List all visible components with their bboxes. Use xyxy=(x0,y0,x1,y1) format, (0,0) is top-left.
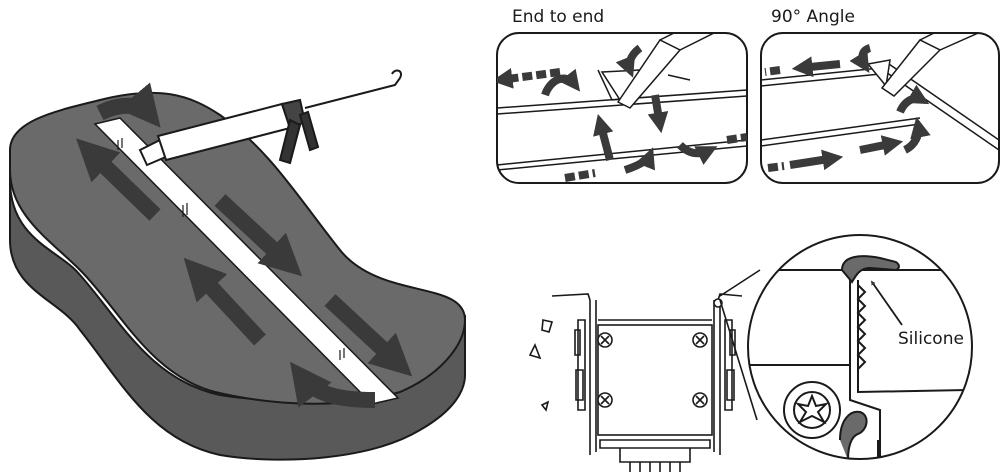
angle-label: 90° Angle xyxy=(771,7,855,27)
silicone-label: Silicone xyxy=(898,329,964,349)
surface-arrows xyxy=(76,82,413,408)
end-to-end-panel xyxy=(496,32,748,184)
silicone-strip xyxy=(93,117,400,405)
cross-section-illustration xyxy=(528,269,761,472)
screw-icons xyxy=(597,332,708,408)
caulking-gun-icon xyxy=(138,69,402,167)
silicone-callout-line xyxy=(870,280,903,326)
magnified-detail: Silicone xyxy=(747,234,973,460)
end-to-end-label: End to end xyxy=(512,7,604,27)
floor-surface-illustration xyxy=(9,69,467,461)
angle-panel xyxy=(760,32,1000,184)
floor-slab-side xyxy=(9,150,466,461)
